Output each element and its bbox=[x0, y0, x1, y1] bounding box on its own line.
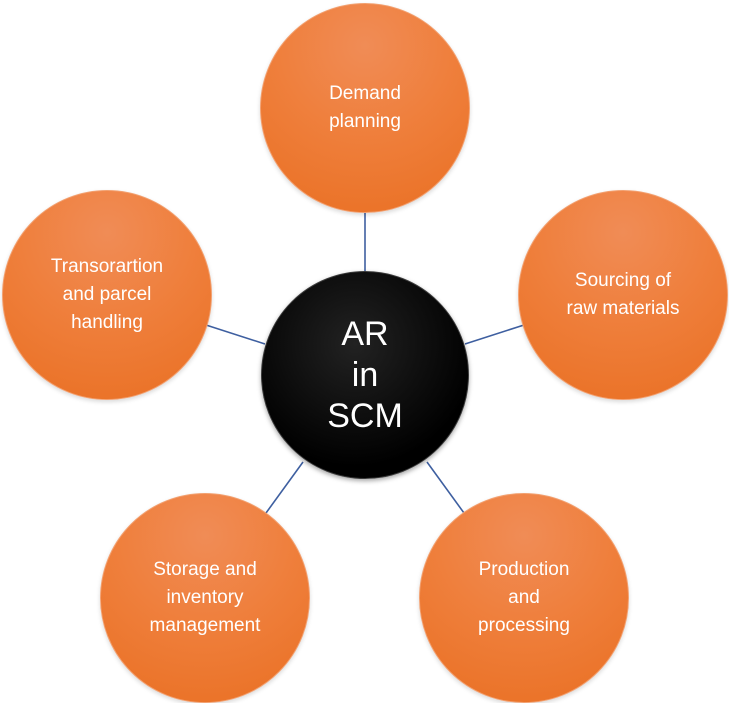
node-sourcing-label: Sourcing of raw materials bbox=[566, 270, 680, 319]
node-production-and-processing: Production and processing bbox=[419, 493, 629, 703]
node-production-label: Production and processing bbox=[478, 559, 570, 636]
node-storage-label: Storage and inventory management bbox=[149, 559, 261, 636]
connector-transportation bbox=[205, 324, 266, 345]
node-sourcing-of-raw-materials: Sourcing of raw materials bbox=[518, 190, 728, 400]
hub-label: AR in SCM bbox=[327, 314, 403, 435]
node-transportation-label: Transorartion and parcel handling bbox=[50, 256, 164, 333]
connector-production bbox=[426, 461, 465, 514]
connector-sourcing bbox=[464, 324, 525, 345]
node-demand-planning: Demand planning bbox=[260, 3, 470, 213]
node-storage-and-inventory: Storage and inventory management bbox=[100, 493, 310, 703]
node-demand-planning-label: Demand planning bbox=[329, 83, 401, 132]
node-transportation-and-parcel: Transorartion and parcel handling bbox=[2, 190, 212, 400]
connector-storage bbox=[265, 461, 304, 514]
hub-ar-in-scm: AR in SCM bbox=[261, 271, 469, 479]
